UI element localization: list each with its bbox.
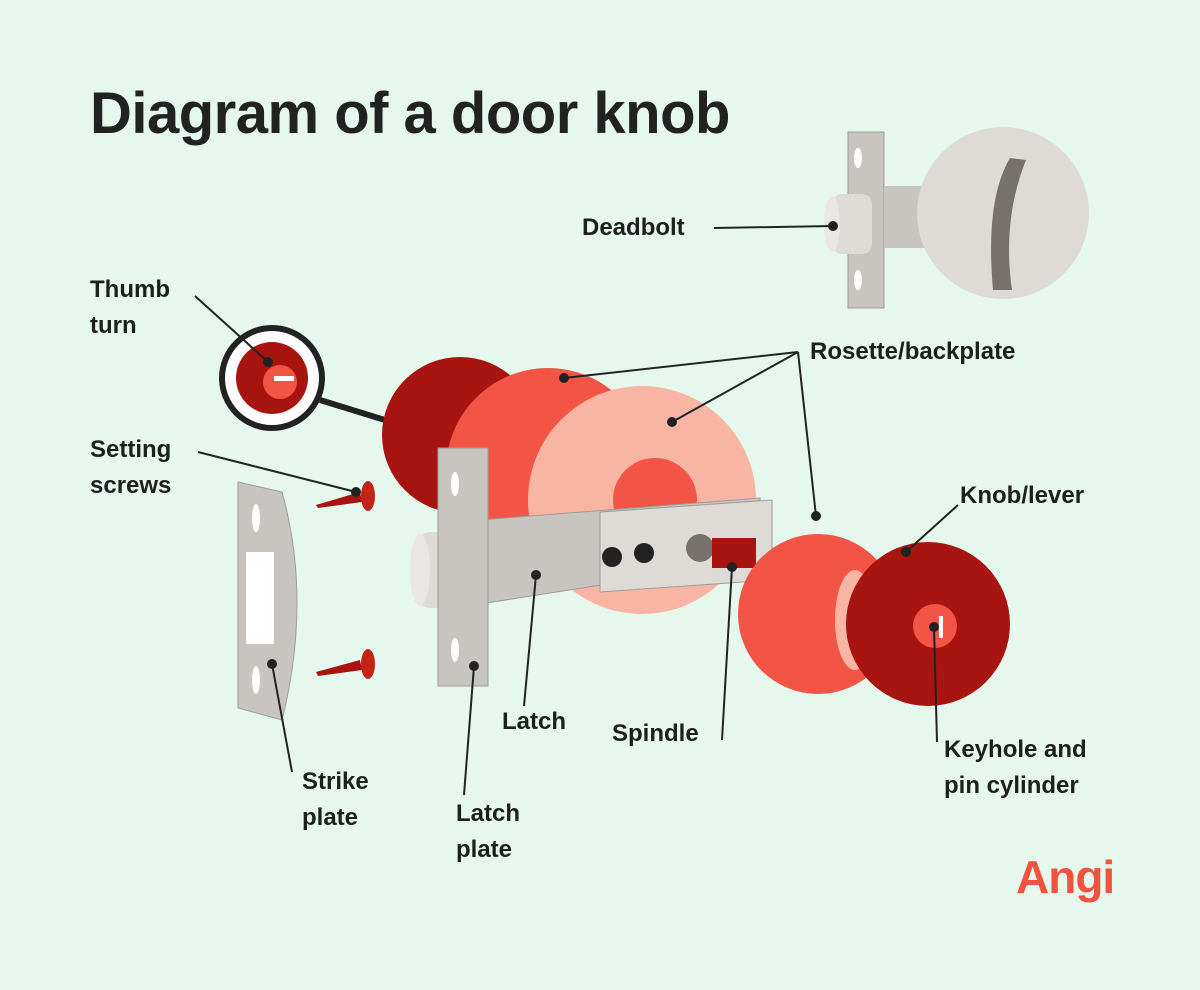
label-thumb-turn: Thumb turn bbox=[90, 276, 170, 339]
label-deadbolt: Deadbolt bbox=[582, 214, 685, 241]
leader-dots bbox=[263, 221, 939, 671]
leader-lines bbox=[194, 225, 959, 796]
knob-illustration bbox=[738, 534, 1010, 706]
label-setting-screws: Setting screws bbox=[90, 436, 172, 499]
label-spindle: Spindle bbox=[612, 720, 699, 747]
angi-logo: Angi bbox=[1016, 851, 1115, 903]
setting-screws-illustration bbox=[316, 481, 375, 679]
page-title: Diagram of a door knob bbox=[90, 81, 730, 146]
label-latch-plate: Latch plate bbox=[456, 800, 521, 863]
strike-plate-illustration bbox=[237, 481, 298, 721]
label-latch: Latch bbox=[502, 708, 567, 735]
label-strike-plate: Strike plate bbox=[302, 768, 369, 831]
label-knob-lever: Knob/lever bbox=[960, 482, 1085, 509]
label-rosette: Rosette/backplate bbox=[810, 338, 1016, 365]
deadbolt-illustration bbox=[824, 127, 1089, 309]
label-keyhole: Keyhole and pin cylinder bbox=[944, 736, 1087, 799]
